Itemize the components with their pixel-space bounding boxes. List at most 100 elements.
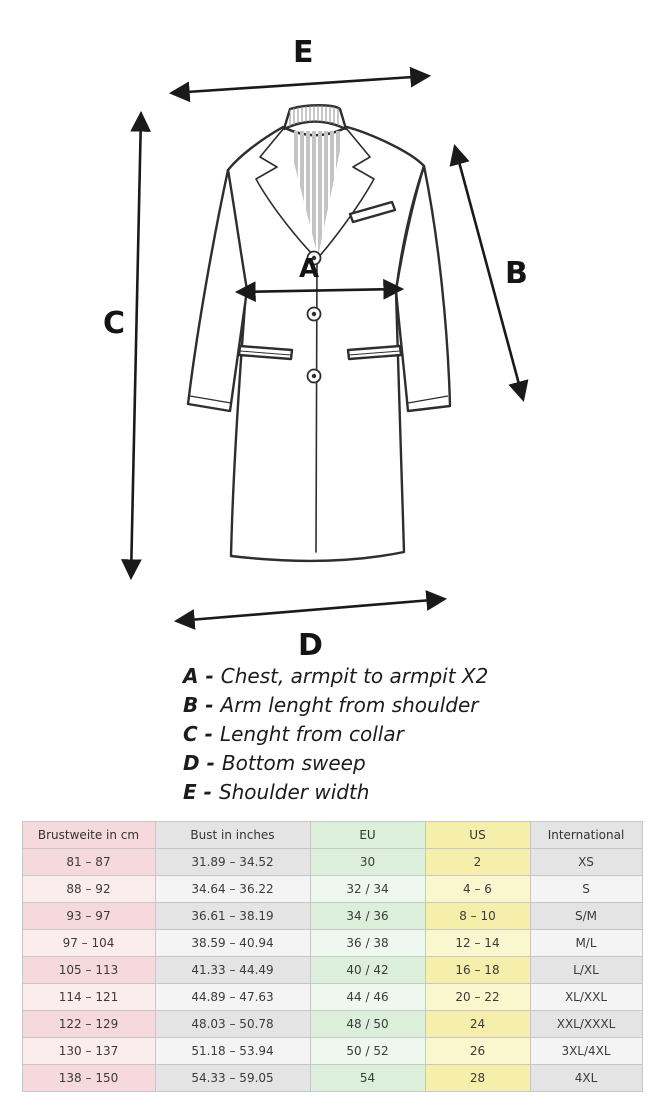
- cell-inches: 54.33 – 59.05: [154, 1064, 311, 1092]
- column-header-inches: Bust in inches: [154, 821, 311, 849]
- cuff-seam-left: [189, 395, 232, 404]
- cell-us: 26: [424, 1037, 531, 1065]
- cell-eu: 32 / 34: [309, 875, 426, 903]
- cell-intl: S/M: [529, 902, 643, 930]
- buttons: [306, 250, 322, 384]
- label-d: D: [298, 628, 323, 660]
- hip-pocket-right: [346, 344, 403, 361]
- column-header-cm: Brustweite in cm: [21, 821, 156, 849]
- column-header-intl: International: [529, 821, 643, 849]
- breast-pocket: [348, 200, 397, 224]
- label-c: C: [103, 306, 125, 341]
- cell-cm: 88 – 92: [21, 875, 156, 903]
- legend-item-a: A -Chest, armpit to armpit X2: [183, 662, 664, 691]
- legend-item-c: C -Lenght from collar: [183, 720, 664, 749]
- cell-eu: 48 / 50: [309, 1010, 426, 1038]
- cell-us: 12 – 14: [424, 929, 531, 957]
- cell-eu: 40 / 42: [309, 956, 426, 984]
- cell-intl: S: [529, 875, 643, 903]
- arrow-e: [168, 66, 432, 103]
- label-a: A: [299, 254, 319, 284]
- coat-diagram-svg: E C A B D: [103, 35, 529, 663]
- label-e: E: [293, 35, 314, 70]
- legend-key-a: A -: [183, 664, 214, 688]
- cell-eu: 36 / 38: [309, 929, 426, 957]
- arrow-d: [173, 590, 448, 630]
- cell-cm: 114 – 121: [21, 983, 156, 1011]
- cell-inches: 41.33 – 44.49: [154, 956, 311, 984]
- cell-inches: 34.64 – 36.22: [154, 875, 311, 903]
- table-row: 105 – 113 41.33 – 44.49 40 / 42 16 – 18 …: [21, 956, 643, 984]
- sleeve-right: [394, 164, 452, 413]
- cell-intl: XS: [529, 848, 643, 876]
- coat-drawing: [186, 104, 452, 563]
- collar: [282, 104, 348, 131]
- center-front-seam: [315, 258, 318, 553]
- cell-eu: 54: [309, 1064, 426, 1092]
- cell-eu: 34 / 36: [309, 902, 426, 930]
- cell-us: 24: [424, 1010, 531, 1038]
- legend-key-b: B -: [183, 693, 214, 717]
- cell-us: 28: [424, 1064, 531, 1092]
- cuff-seam-right: [407, 395, 449, 404]
- legend-text-e: Shoulder width: [218, 780, 370, 804]
- cell-eu: 50 / 52: [309, 1037, 426, 1065]
- collar-hatch: [289, 105, 339, 129]
- cell-us: 2: [424, 848, 531, 876]
- legend-item-b: B -Arm lenght from shoulder: [183, 691, 664, 720]
- column-header-us: US: [424, 821, 531, 849]
- legend-text-c: Lenght from collar: [219, 722, 404, 746]
- cell-cm: 93 – 97: [21, 902, 156, 930]
- table-header-row: Brustweite in cm Bust in inches EU US In…: [21, 821, 643, 849]
- cell-cm: 122 – 129: [21, 1010, 156, 1038]
- table-row: 138 – 150 54.33 – 59.05 54 28 4XL: [21, 1064, 643, 1092]
- measurement-diagram: E C A B D: [103, 35, 529, 663]
- table-row: 93 – 97 36.61 – 38.19 34 / 36 8 – 10 S/M: [21, 902, 643, 930]
- cell-intl: 4XL: [529, 1064, 643, 1092]
- cell-inches: 36.61 – 38.19: [154, 902, 311, 930]
- arrow-c: [120, 110, 152, 581]
- cell-cm: 97 – 104: [21, 929, 156, 957]
- legend-key-c: C -: [183, 722, 213, 746]
- cell-intl: 3XL/4XL: [529, 1037, 643, 1065]
- cell-us: 16 – 18: [424, 956, 531, 984]
- cell-us: 20 – 22: [424, 983, 531, 1011]
- legend-text-d: Bottom sweep: [221, 751, 366, 775]
- cell-cm: 138 – 150: [21, 1064, 156, 1092]
- legend: A -Chest, armpit to armpit X2 B -Arm len…: [0, 660, 664, 807]
- legend-item-e: E -Shoulder width: [183, 778, 664, 807]
- legend-text-a: Chest, armpit to armpit X2: [220, 664, 489, 688]
- table-row: 81 – 87 31.89 – 34.52 30 2 XS: [21, 848, 643, 876]
- cell-cm: 81 – 87: [21, 848, 156, 876]
- cell-inches: 31.89 – 34.52: [154, 848, 311, 876]
- table-row: 88 – 92 34.64 – 36.22 32 / 34 4 – 6 S: [21, 875, 643, 903]
- table-row: 122 – 129 48.03 – 50.78 48 / 50 24 XXL/X…: [21, 1010, 643, 1038]
- legend-text-b: Arm lenght from shoulder: [220, 693, 479, 717]
- cell-us: 8 – 10: [424, 902, 531, 930]
- cell-cm: 105 – 113: [21, 956, 156, 984]
- sleeve-left: [186, 168, 249, 413]
- cell-eu: 44 / 46: [309, 983, 426, 1011]
- size-table: Brustweite in cm Bust in inches EU US In…: [21, 821, 643, 1092]
- cell-intl: L/XL: [529, 956, 643, 984]
- cell-us: 4 – 6: [424, 875, 531, 903]
- table-row: 97 – 104 38.59 – 40.94 36 / 38 12 – 14 M…: [21, 929, 643, 957]
- label-b: B: [505, 256, 528, 291]
- cell-inches: 51.18 – 53.94: [154, 1037, 311, 1065]
- table-row: 114 – 121 44.89 – 47.63 44 / 46 20 – 22 …: [21, 983, 643, 1011]
- lapel-right: [316, 127, 375, 260]
- arrow-b: [449, 143, 529, 403]
- column-header-eu: EU: [309, 821, 426, 849]
- cell-inches: 38.59 – 40.94: [154, 929, 311, 957]
- cell-inches: 48.03 – 50.78: [154, 1010, 311, 1038]
- cell-intl: M/L: [529, 929, 643, 957]
- cell-cm: 130 – 137: [21, 1037, 156, 1065]
- legend-item-d: D -Bottom sweep: [183, 749, 664, 778]
- arrow-a: [234, 278, 405, 303]
- lapel-left: [255, 127, 318, 260]
- cell-inches: 44.89 – 47.63: [154, 983, 311, 1011]
- table-row: 130 – 137 51.18 – 53.94 50 / 52 26 3XL/4…: [21, 1037, 643, 1065]
- cell-intl: XXL/XXXL: [529, 1010, 643, 1038]
- cell-intl: XL/XXL: [529, 983, 643, 1011]
